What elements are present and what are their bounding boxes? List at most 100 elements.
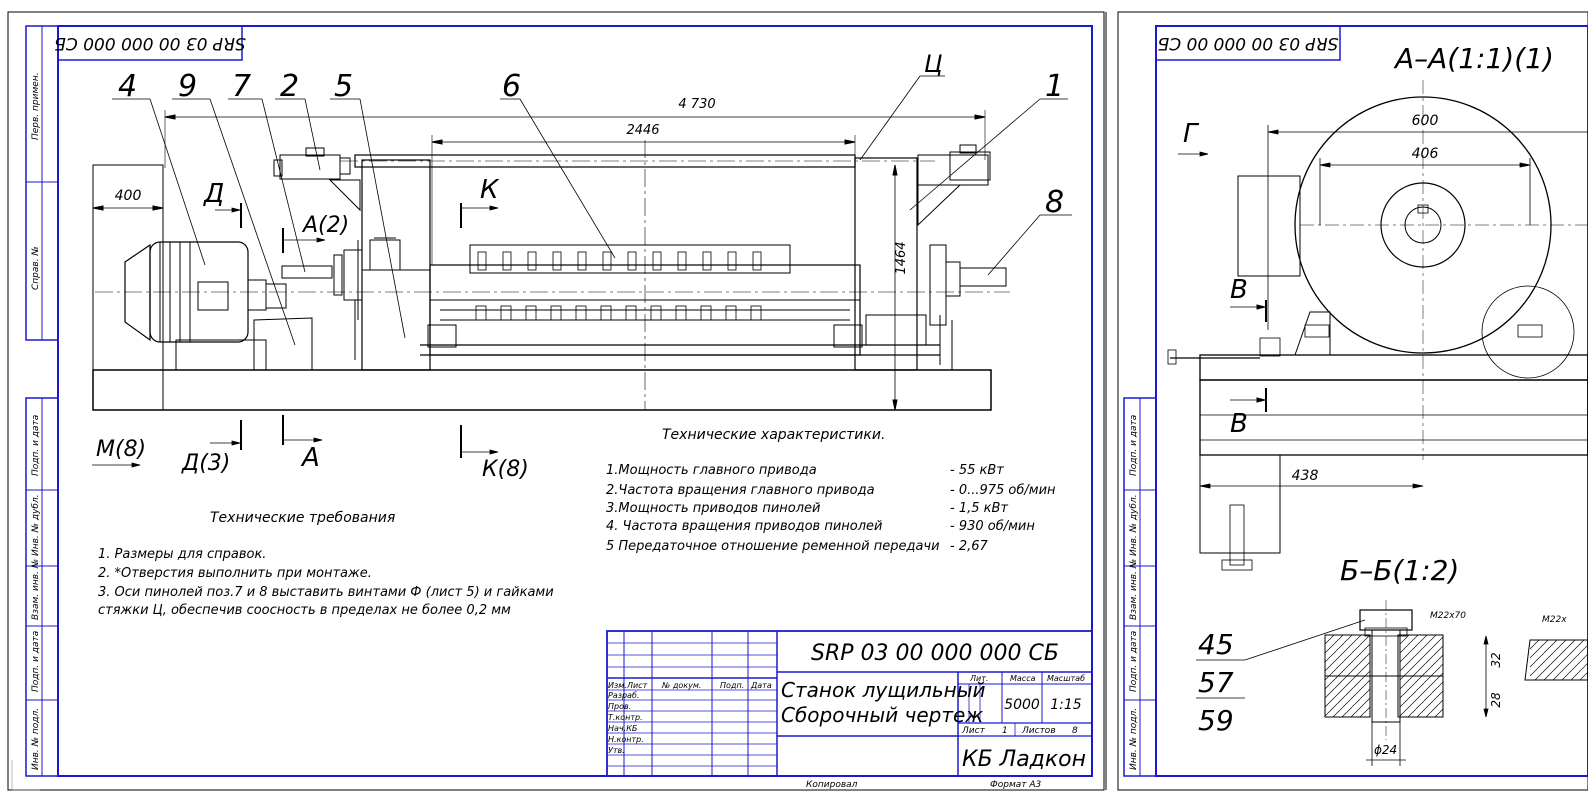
sheet2-rotated-code-box: SRP 03 00 000 00 СБ bbox=[1155, 25, 1341, 61]
bolt-section bbox=[1324, 600, 1588, 740]
section-strokes bbox=[240, 203, 462, 458]
pos-45: 45 bbox=[1198, 628, 1234, 661]
tb-row-1: Разраб. bbox=[608, 691, 639, 700]
s2-strip-label-4: Подп. и дата bbox=[1129, 631, 1139, 692]
tech-req-title: Технические требования bbox=[210, 510, 395, 526]
pos-stack: 45 57 59 bbox=[1196, 619, 1366, 737]
hatch-line bbox=[1324, 643, 1371, 690]
callout-5: 5 bbox=[334, 69, 353, 104]
hatch-line bbox=[1324, 634, 1335, 645]
section-arrows bbox=[92, 205, 499, 468]
knife-slot bbox=[650, 305, 662, 321]
knife-slot bbox=[725, 305, 737, 321]
technical-characteristics: Технические характеристики. 1.Мощность г… bbox=[606, 427, 1056, 554]
bolt-label-2: М22х bbox=[1542, 615, 1567, 625]
hatch-line bbox=[1359, 706, 1371, 718]
view-aa-dims bbox=[1199, 125, 1588, 489]
mark-m-bottom: М(8) bbox=[96, 437, 146, 462]
callout-leaders bbox=[112, 75, 1072, 346]
strip-label-7: Инв. № подл. bbox=[31, 708, 41, 770]
hatch-line bbox=[1534, 639, 1576, 681]
hatch-line bbox=[1399, 634, 1410, 645]
tech-chars-title: Технические характеристики. bbox=[662, 427, 885, 443]
sheet-2: Подп. и дата Инв. № дубл. Взам. инв. № П… bbox=[1123, 25, 1588, 777]
strip-label-2: Справ. № bbox=[31, 246, 41, 290]
tech-char-label-1: 1.Мощность главного привода bbox=[606, 463, 817, 478]
hatch-line bbox=[1434, 708, 1444, 718]
knife-rib bbox=[752, 251, 762, 271]
hatch-line bbox=[1324, 634, 1353, 663]
knife-slot bbox=[500, 305, 512, 321]
tb-col-date: Дата bbox=[750, 681, 772, 690]
mark-v-2: В bbox=[1230, 409, 1248, 439]
hatch-line bbox=[1399, 672, 1444, 717]
tech-char-label-5: 5 Передаточное отношение ременной переда… bbox=[606, 539, 940, 554]
hatch-line bbox=[1543, 639, 1585, 681]
left-strip: Перв. примен. Справ. № Подп. и дата Инв.… bbox=[25, 25, 59, 777]
view-bb-title: Б–Б(1:2) bbox=[1340, 554, 1459, 587]
hatch-line bbox=[1425, 699, 1444, 718]
tech-req-item-2: 2. *Отверстия выполнить при монтаже. bbox=[98, 566, 372, 581]
hatch-line bbox=[1399, 663, 1444, 708]
tb-name-line2: Сборочный чертеж bbox=[781, 703, 983, 727]
hatch-line bbox=[1324, 634, 1362, 672]
dim-32: 32 bbox=[1489, 652, 1503, 667]
strip-label-3: Подп. и дата bbox=[31, 415, 41, 476]
hatch-line bbox=[1529, 639, 1558, 668]
hatch-line bbox=[1324, 634, 1344, 654]
view-aa-title: А–А(1:1)(1) bbox=[1393, 42, 1554, 75]
tech-char-value-5: - 2,67 bbox=[950, 539, 988, 554]
mark-a-bottom: А bbox=[300, 443, 320, 473]
dimension-lines bbox=[92, 110, 1010, 411]
hatch-line bbox=[1399, 634, 1428, 663]
knife-rib bbox=[702, 251, 712, 271]
knife-rib bbox=[602, 251, 612, 271]
pos-57: 57 bbox=[1198, 666, 1234, 699]
tb-sheet-label: Лист bbox=[961, 726, 986, 736]
tech-char-label-2: 2.Частота вращения главного привода bbox=[606, 483, 875, 498]
tb-format: Формат А3 bbox=[990, 780, 1042, 790]
hatch-line bbox=[1529, 639, 1567, 677]
hatch-line bbox=[1341, 688, 1371, 718]
knife-rib bbox=[477, 251, 487, 271]
knife-slot bbox=[550, 305, 562, 321]
tb-mass: 5000 bbox=[1004, 697, 1040, 713]
rotated-code-box: SRP 03 00 000 000 СБ bbox=[54, 25, 246, 61]
hatch-line bbox=[1529, 639, 1549, 659]
hatch-line bbox=[1324, 652, 1371, 699]
view-g-mark: Г bbox=[1183, 119, 1200, 149]
strip-label-1: Перв. примен. bbox=[31, 72, 41, 140]
callout-ts: Ц bbox=[924, 50, 943, 78]
knife-slot bbox=[750, 305, 762, 321]
knife-slot bbox=[575, 305, 587, 321]
tb-sheets-total: 8 bbox=[1072, 726, 1078, 736]
tech-req-item-3: 3. Оси пинолей поз.7 и 8 выставить винта… bbox=[98, 585, 554, 600]
tb-lit: Лит. bbox=[969, 674, 988, 683]
knife-rib bbox=[677, 251, 687, 271]
tb-sheets-label: Листов bbox=[1021, 726, 1056, 736]
callout-9: 9 bbox=[178, 69, 197, 104]
tech-char-value-4: - 930 об/мин bbox=[950, 519, 1035, 534]
mark-k-top: К bbox=[480, 175, 500, 205]
hatch-line bbox=[1416, 690, 1444, 718]
hatch-line bbox=[1324, 661, 1371, 708]
tb-sheet-no: 1 bbox=[1002, 726, 1008, 736]
hatch-line bbox=[1579, 671, 1588, 681]
strip-label-5: Взам. инв. № bbox=[31, 559, 41, 620]
s2-strip-label-1: Подп. и дата bbox=[1129, 415, 1139, 476]
hatch-line bbox=[1399, 636, 1444, 681]
strip-label-6: Подп. и дата bbox=[31, 631, 41, 692]
sheet2-left-strip: Подп. и дата Инв. № дубл. Взам. инв. № П… bbox=[1123, 397, 1157, 777]
machine-drawing bbox=[92, 144, 1007, 411]
view-g-arrow bbox=[1178, 151, 1209, 157]
knife-rib bbox=[527, 251, 537, 271]
tb-col-izm: Изм. bbox=[608, 681, 627, 690]
dim-phi24: ϕ24 bbox=[1374, 743, 1397, 757]
sheet-1: Перв. примен. Справ. № Подп. и дата Инв.… bbox=[11, 25, 1093, 791]
callout-4: 4 bbox=[118, 69, 137, 104]
knife-slot bbox=[600, 305, 612, 321]
hatch-line bbox=[1332, 679, 1371, 718]
mark-d-bottom: Д(3) bbox=[181, 451, 230, 476]
tb-row-2: Пров. bbox=[608, 702, 631, 711]
